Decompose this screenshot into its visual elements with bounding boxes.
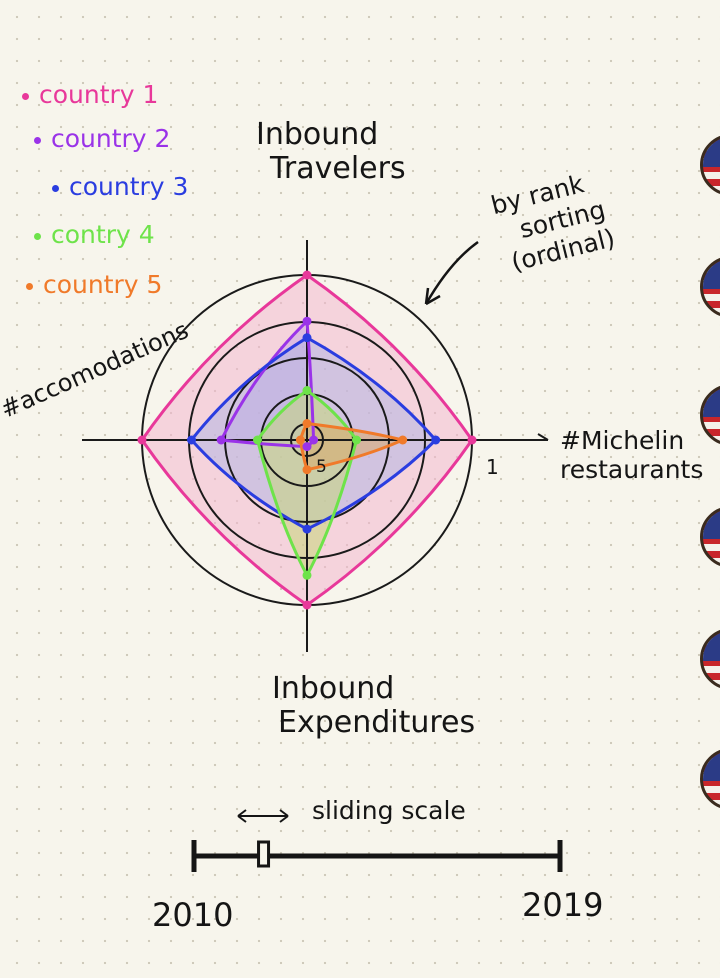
radar-point-series-5-axis-4 [295, 435, 305, 445]
slider-start-year: 2010 [152, 896, 234, 934]
annotation-arrow-head [424, 287, 441, 306]
legend-dot [34, 232, 41, 240]
axis-label-top-line-1: Inbound [256, 117, 379, 152]
radar-point-series-5-axis-1 [302, 419, 312, 428]
us-flag-icon[interactable] [700, 134, 720, 196]
radar-point-series-1-axis-2 [467, 435, 477, 445]
us-flag-icon[interactable] [700, 506, 720, 568]
legend-dot [52, 184, 59, 192]
radar-point-series-5-axis-2 [398, 435, 408, 445]
us-flag-icon[interactable] [700, 748, 720, 810]
axis-label-right-line-1: #Michelin [560, 426, 685, 455]
radar-point-series-2-axis-3 [302, 442, 312, 452]
radar-point-series-3-axis-2 [431, 435, 441, 445]
slider-end-year: 2019 [522, 886, 604, 924]
radar-point-series-2-axis-4 [216, 435, 226, 445]
radar-point-series-2-axis-1 [302, 316, 312, 326]
radar-point-series-3-axis-3 [302, 524, 312, 534]
us-flag-icon[interactable] [700, 628, 720, 690]
radar-point-series-4-axis-4 [253, 435, 262, 445]
radar-point-series-4-axis-2 [352, 435, 361, 445]
legend-item-country-3: country 3 [52, 172, 188, 201]
radar-point-series-3-axis-1 [302, 333, 312, 343]
axis-label-top: Inbound Travelers [256, 118, 406, 186]
legend-item-country-4: contry 4 [34, 220, 155, 249]
scale-label-outer: 1 [486, 455, 499, 479]
axis-label-right-line-2: restaurants [560, 455, 704, 484]
axis-arrow-head [537, 433, 549, 441]
sliding-arrow-icon [237, 809, 289, 823]
legend-label: country 5 [43, 270, 163, 299]
sliding-scale-label: sliding scale [312, 796, 466, 825]
radar-point-series-1-axis-3 [302, 600, 312, 610]
radar-point-series-4-axis-3 [302, 570, 312, 580]
scale-label-inner: 5 [316, 457, 327, 477]
axis-label-top-line-2: Travelers [270, 151, 406, 186]
legend-label: country 2 [51, 124, 171, 153]
radar-point-series-3-axis-4 [187, 435, 196, 445]
annotation-arrow [424, 240, 479, 305]
us-flag-icon[interactable] [700, 384, 720, 446]
axis-label-right: #Michelin restaurants [560, 426, 703, 484]
legend-dot [34, 136, 41, 144]
time-slider-handle[interactable] [257, 840, 271, 868]
radar-point-series-5-axis-3 [302, 465, 312, 475]
legend-dot [22, 92, 29, 100]
legend-label: country 1 [39, 80, 159, 109]
us-flag-icon[interactable] [700, 256, 720, 318]
radar-point-series-1-axis-4 [137, 435, 147, 445]
legend-item-country-1: country 1 [22, 80, 158, 109]
radar-point-series-1-axis-1 [302, 270, 312, 280]
axis-label-bottom: Inbound Expenditures [272, 672, 475, 740]
radar-point-series-2-axis-2 [309, 435, 319, 445]
axis-label-bottom-line-1: Inbound [272, 671, 395, 706]
axis-label-bottom-line-2: Expenditures [278, 705, 476, 740]
legend-label: contry 4 [51, 220, 155, 249]
radar-points [137, 270, 477, 610]
radar-point-series-4-axis-1 [302, 386, 312, 395]
legend-item-country-5: country 5 [26, 270, 162, 299]
legend-item-country-2: country 2 [34, 124, 170, 153]
legend-label: country 3 [69, 172, 189, 201]
legend-dot [26, 282, 33, 290]
